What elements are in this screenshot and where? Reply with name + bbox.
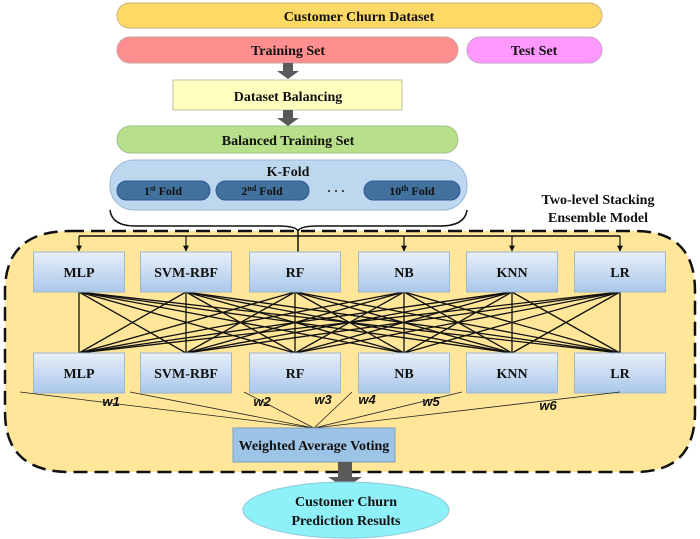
level1-models: MLP SVM-RBF RF NB KNN LR	[33, 251, 666, 293]
flow-arrow-icon	[328, 462, 362, 488]
connection-line	[78, 291, 187, 354]
fold-ordinal: th	[401, 184, 409, 193]
dataset-balancing-label: Dataset Balancing	[234, 90, 343, 105]
weight-label: w6	[539, 398, 557, 413]
flow-arrow-icon	[277, 63, 299, 79]
model-label: MLP	[63, 367, 95, 382]
level1-model-rf: RF	[249, 251, 341, 293]
weight-label: w4	[358, 392, 376, 407]
weighted-average-voting-node: Weighted Average Voting	[232, 427, 396, 463]
model-label: KNN	[496, 367, 527, 382]
balanced-training-set-label: Balanced Training Set	[222, 134, 355, 149]
fold-2: 2nd Fold	[215, 180, 310, 201]
dataset-balancing-node: Dataset Balancing	[172, 79, 403, 111]
kfold-group: K-Fold 1st Fold 2nd Fold · · · 10th Fold	[109, 159, 468, 211]
level1-model-lr: LR	[574, 251, 666, 293]
weight-lines: w1w2w3w4w5w6	[19, 391, 621, 429]
model-label: KNN	[496, 266, 527, 281]
fold-ellipsis: · · ·	[327, 184, 345, 198]
input-distribution-lines	[76, 231, 623, 252]
training-set-node: Training Set	[116, 36, 459, 64]
result-line2: Prediction Results	[291, 514, 401, 529]
level2-model-svm-rbf: SVM-RBF	[140, 352, 232, 394]
connection-line	[403, 291, 621, 354]
weight-line	[313, 391, 621, 429]
weight-line	[129, 391, 315, 429]
svg-text:1st Fold: 1st Fold	[144, 184, 182, 198]
weight-line	[313, 391, 463, 429]
balanced-training-set-node: Balanced Training Set	[116, 125, 459, 154]
test-set-node: Test Set	[466, 36, 603, 64]
fold-1: 1st Fold	[116, 180, 211, 201]
weight-line	[19, 391, 315, 429]
model-label: LR	[610, 266, 630, 281]
voting-label: Weighted Average Voting	[239, 439, 390, 454]
model-label: RF	[286, 367, 305, 382]
flow-arrow-icon	[277, 110, 299, 126]
level1-model-mlp: MLP	[33, 251, 125, 293]
fold-word: Fold	[411, 184, 435, 198]
level1-model-svm-rbf: SVM-RBF	[140, 251, 232, 293]
connection-line	[185, 291, 621, 354]
fold-number: 1	[144, 184, 150, 198]
result-line1: Customer Churn	[295, 495, 397, 510]
model-label: RF	[286, 266, 305, 281]
fold-10: 10th Fold	[363, 180, 461, 201]
model-label: NB	[394, 367, 413, 382]
customer-churn-dataset-node: Customer Churn Dataset	[116, 2, 603, 29]
ensemble-title-line2: Ensemble Model	[548, 211, 648, 226]
svg-text:2nd Fold: 2nd Fold	[241, 184, 283, 198]
prediction-results-node: Customer Churn Prediction Results	[242, 481, 450, 539]
kfold-title: K-Fold	[267, 165, 310, 180]
weight-line	[313, 391, 353, 429]
training-set-label: Training Set	[251, 44, 325, 59]
fold-ordinal: nd	[247, 184, 256, 193]
fold-number: 2	[241, 184, 247, 198]
test-set-label: Test Set	[511, 44, 558, 59]
connection-line	[511, 291, 621, 354]
weight-label: w1	[102, 394, 119, 409]
level1-model-nb: NB	[358, 251, 450, 293]
model-label: MLP	[63, 266, 95, 281]
weight-label: w5	[422, 394, 440, 409]
model-label: SVM-RBF	[154, 367, 218, 382]
model-label: NB	[394, 266, 413, 281]
level2-model-rf: RF	[249, 352, 341, 394]
level1-model-knn: KNN	[466, 251, 558, 293]
connection-line	[78, 291, 405, 354]
fold-word: Fold	[259, 184, 283, 198]
connection-line	[78, 291, 513, 354]
model-label: SVM-RBF	[154, 266, 218, 281]
level2-model-knn: KNN	[466, 352, 558, 394]
level2-models: MLP SVM-RBF RF NB KNN LR	[33, 352, 666, 394]
dataset-label: Customer Churn Dataset	[284, 10, 435, 25]
model-label: LR	[610, 367, 630, 382]
ensemble-title-line1: Two-level Stacking	[542, 193, 655, 208]
fold-word: Fold	[159, 184, 183, 198]
connection-line	[294, 291, 621, 354]
level2-model-mlp: MLP	[33, 352, 125, 394]
weight-line	[243, 391, 315, 429]
level2-model-lr: LR	[574, 352, 666, 394]
svg-text:10th Fold: 10th Fold	[389, 184, 435, 198]
connection-line	[78, 291, 296, 354]
kfold-brace	[109, 209, 468, 234]
fold-ordinal: st	[150, 184, 156, 193]
fold-number: 10	[389, 184, 401, 198]
level-connections	[78, 291, 621, 354]
connection-line	[78, 291, 621, 354]
weight-label: w3	[314, 392, 332, 407]
level2-model-nb: NB	[358, 352, 450, 394]
